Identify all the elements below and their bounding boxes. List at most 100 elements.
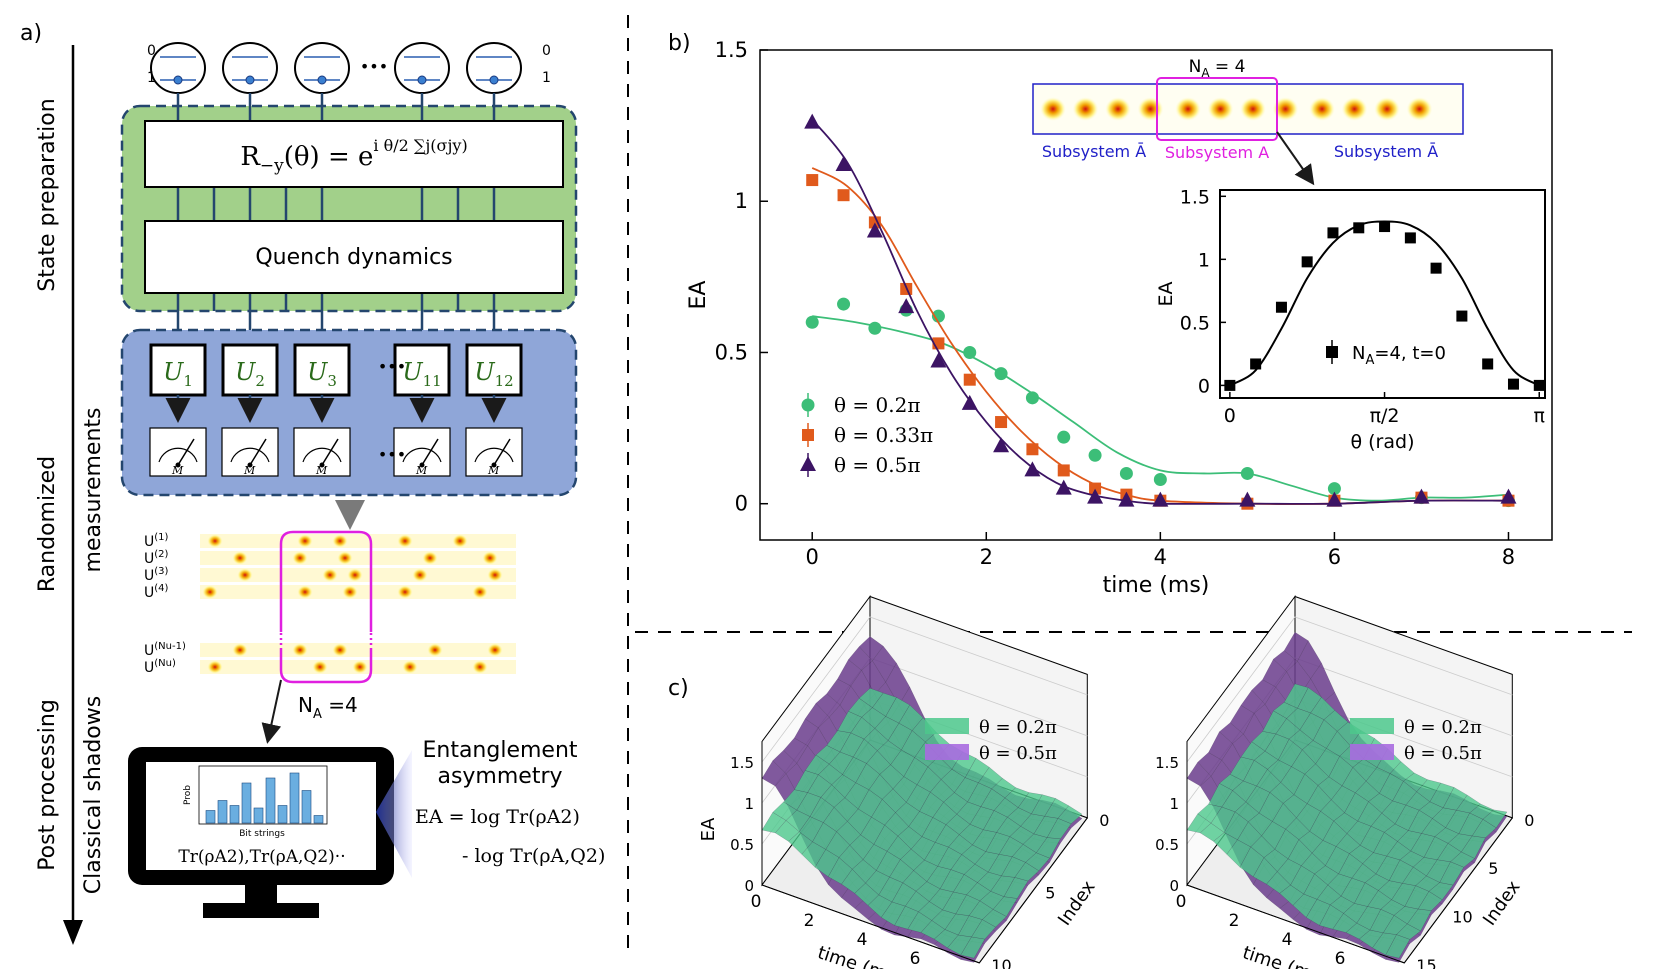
y-axis-label: EA	[686, 281, 711, 310]
data-point	[1240, 466, 1254, 480]
inset-y-tick-label: 0.5	[1180, 312, 1210, 334]
meter-needle	[177, 438, 195, 466]
inset-data-point	[1533, 379, 1545, 391]
surface-legend-label: θ = 0.5π	[979, 743, 1057, 764]
surface-gridline	[1186, 616, 1513, 763]
unitary-gate-box	[393, 343, 451, 397]
y-tick-label: 0	[735, 492, 748, 516]
ion-spot	[1072, 97, 1099, 121]
qubit-state-dot	[317, 75, 327, 85]
unitary-gate-label: U1	[163, 358, 193, 390]
plot-frame	[759, 49, 1553, 541]
surface-patch-theta-0.2pi	[1057, 805, 1083, 824]
ion-spot	[1374, 97, 1400, 121]
data-point	[1326, 491, 1343, 507]
data-point	[837, 297, 851, 311]
subsystem-abar-right-label: Subsystem Ā	[1334, 142, 1438, 161]
ion-spot	[1040, 97, 1066, 121]
surface-legend-swatch	[1350, 718, 1394, 734]
surface-z-tick-label: 1.5	[1155, 754, 1179, 772]
meter-label: M	[315, 464, 328, 477]
meter-pivot	[491, 462, 497, 468]
data-point	[995, 416, 1008, 429]
x-tick-label: 2	[980, 545, 993, 569]
snapshot-ion-spot	[397, 534, 413, 548]
data-point	[866, 222, 883, 238]
data-point	[1239, 491, 1256, 507]
histogram-bar	[217, 800, 228, 824]
data-point	[1327, 482, 1341, 496]
surface-x-tick-label: 6	[910, 949, 921, 969]
data-point	[930, 352, 947, 368]
ion-spot	[1309, 97, 1335, 121]
qubit-level-1-right: 1	[542, 70, 551, 86]
surface-legend-swatch	[925, 718, 969, 734]
monitor-formula: Tr(ρA2),Tr(ρA,Q2)··	[178, 847, 345, 867]
unitary-gate-box	[465, 343, 523, 397]
histogram-bar	[241, 782, 252, 824]
inset-data-point	[1430, 262, 1442, 274]
histogram-frame	[198, 765, 328, 825]
qubit-state-dot	[245, 75, 255, 85]
legend-marker	[800, 456, 816, 471]
bit-string-histogram	[198, 765, 328, 825]
unitary-ellipsis: •••	[378, 357, 406, 376]
label-state-preparation: State preparation	[35, 98, 60, 291]
snapshot-ion-spot	[292, 551, 308, 565]
snapshot-label: U(3)	[144, 566, 169, 584]
panel-a-label: a)	[20, 21, 42, 46]
snapshot-label: U(2)	[144, 549, 169, 567]
qubit-circle	[466, 42, 522, 94]
ion-spot	[1175, 97, 1201, 121]
quench-dynamics-label: Quench dynamics	[255, 245, 452, 270]
data-point	[993, 437, 1010, 453]
histogram-bar	[265, 777, 276, 824]
meter-box	[465, 427, 523, 477]
surface-z-tick-label: 1	[744, 795, 754, 813]
surface-z-tick-label: 1.5	[730, 754, 754, 772]
meter-pivot	[319, 462, 325, 468]
surface-y-tick-label: 0	[1099, 811, 1109, 830]
snapshot-ion-spot	[422, 551, 438, 565]
histogram-bar	[205, 810, 216, 824]
snapshot-labels: U(1)U(2)U(3)U(4)U(Nu-1)U(Nu)	[144, 532, 186, 676]
data-point	[1026, 443, 1039, 456]
y-tick-label: 1	[735, 189, 748, 213]
meter-dial	[402, 447, 442, 463]
snapshot-images	[200, 534, 516, 674]
inset-x-axis-label: θ (rad)	[1350, 431, 1414, 453]
snapshot-label: U(Nu-1)	[144, 641, 186, 659]
snapshot-ion-spot	[352, 660, 368, 674]
meter-label: M	[487, 464, 500, 477]
meter-needle	[493, 438, 511, 466]
unitary-gate-label: U3	[307, 358, 337, 390]
meter-needle	[321, 438, 339, 466]
surface-x-tick-label: 2	[804, 911, 815, 931]
monitor-projection-shade	[376, 750, 412, 878]
meter-label: M	[243, 464, 256, 477]
x-tick-label: 6	[1328, 545, 1341, 569]
surface-x-tick-label: 0	[751, 892, 762, 912]
qubit-level-0-left: 0	[147, 43, 156, 59]
data-point	[1024, 461, 1041, 477]
subsystem-a-box	[1156, 77, 1278, 141]
label-classical-shadows: Classical shadows	[81, 696, 106, 894]
surface-frame-edge	[761, 741, 1088, 964]
data-point	[835, 155, 852, 171]
snapshot-ion-spot	[232, 643, 248, 657]
snapshot-ion-spot	[402, 660, 418, 674]
inset-data-point	[1456, 310, 1468, 322]
inset-data-point	[1379, 221, 1391, 233]
rotation-gate-box	[144, 120, 564, 188]
meter-dial	[230, 447, 270, 463]
panel-c-label: c)	[668, 676, 689, 701]
surface-z-tick-label: 0	[744, 877, 754, 895]
surface-legend-swatch	[925, 744, 969, 760]
inset-x-tick-label: π	[1534, 405, 1545, 427]
data-point	[1057, 464, 1070, 477]
surface-patch-theta-0.2pi	[1482, 809, 1508, 829]
inset-data-point	[1275, 301, 1287, 313]
snapshot-ion-spot	[427, 643, 443, 657]
